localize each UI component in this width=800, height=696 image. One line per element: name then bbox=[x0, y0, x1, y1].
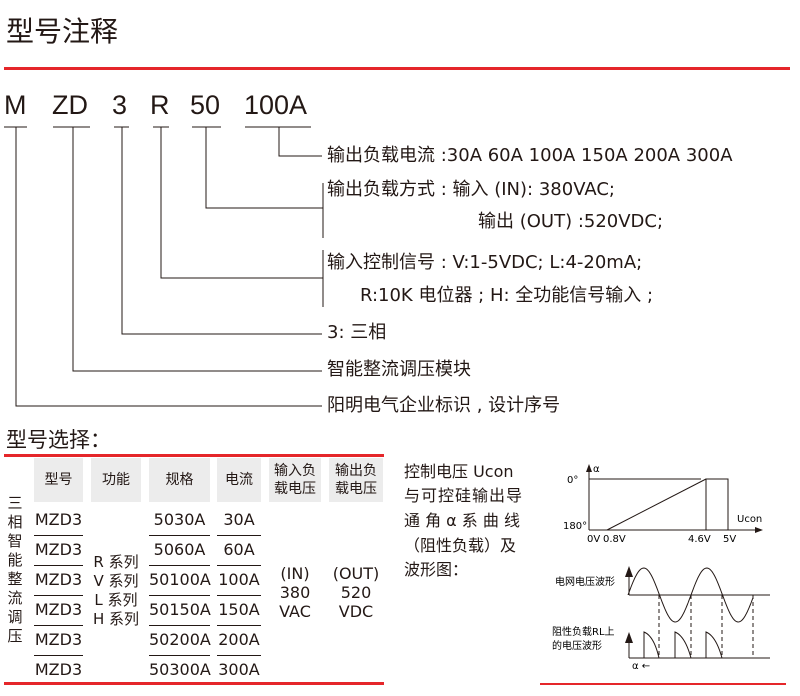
row-separator bbox=[149, 655, 210, 656]
desc-output-current: 输出负载电流 :30A 60A 100A 150A 200A 300A bbox=[327, 145, 733, 166]
current-cell: 300A bbox=[218, 660, 260, 679]
code-part-m: M bbox=[4, 90, 27, 120]
chart-bottom-divider bbox=[540, 683, 786, 685]
x-tick-46v: 4.6V bbox=[688, 534, 711, 545]
note-line-3: 通 角 α 系 曲 线 bbox=[404, 511, 520, 530]
note-line-1: 控制电压 Ucon bbox=[404, 462, 514, 481]
selection-title: 型号选择： bbox=[6, 428, 111, 452]
row-separator bbox=[149, 625, 210, 626]
input-voltage-label: (IN) bbox=[280, 564, 310, 583]
desc-load-mode: 输出负载方式 : 输入 (IN): 380VAC; bbox=[327, 179, 615, 200]
code-part-3: 3 bbox=[112, 90, 128, 120]
spec-cell: 5060A bbox=[153, 540, 206, 559]
full-conduction-segment bbox=[705, 478, 729, 530]
page-title: 型号注释 bbox=[6, 15, 119, 48]
header-function: 功能 bbox=[91, 458, 141, 502]
output-voltage-label: (OUT) bbox=[332, 564, 380, 583]
input-voltage-value: 380 bbox=[279, 583, 311, 602]
row-separator bbox=[217, 655, 261, 656]
output-voltage-unit: VDC bbox=[338, 602, 374, 621]
header-input-voltage: 输入负载电压 bbox=[269, 458, 321, 502]
model-cell: MZD3 bbox=[34, 540, 83, 559]
load-voltage-pulses bbox=[643, 631, 723, 659]
model-cell: MZD3 bbox=[34, 660, 83, 679]
desc-load-mode-out: 输出 (OUT) :520VDC; bbox=[478, 211, 664, 232]
output-voltage-cell: (OUT) 520 VDC bbox=[329, 564, 383, 621]
desc-brand: 阳明电气企业标识 , 设计序号 bbox=[327, 395, 561, 416]
spec-cell: 50100A bbox=[149, 570, 211, 589]
table-bottom-divider bbox=[4, 682, 384, 685]
desc-phase: 3: 三相 bbox=[327, 322, 387, 343]
row-separator bbox=[34, 535, 83, 536]
current-cell: 60A bbox=[223, 540, 255, 559]
model-cell: MZD3 bbox=[34, 630, 83, 649]
x-tick-08v: 0.8V bbox=[603, 534, 626, 545]
function-r: R 系列 bbox=[93, 553, 139, 571]
function-l: L 系列 bbox=[94, 591, 138, 609]
function-list: R 系列 V 系列 L 系列 H 系列 bbox=[91, 553, 141, 629]
row-separator bbox=[217, 535, 261, 536]
x-axis-arrow-icon bbox=[755, 527, 763, 533]
row-separator bbox=[217, 625, 261, 626]
model-cell: MZD3 bbox=[34, 570, 83, 589]
code-part-50: 50 bbox=[190, 90, 221, 120]
row-separator bbox=[149, 565, 210, 566]
table-side-label: 三相智能整流调压 bbox=[7, 494, 23, 645]
header-model: 型号 bbox=[34, 458, 83, 502]
desc-module: 智能整流调压模块 bbox=[327, 359, 471, 380]
y-tick-180: 180° bbox=[563, 521, 587, 532]
desc-control-signal: 输入控制信号 : V:1-5VDC; L:4-20mA; bbox=[327, 252, 643, 273]
table-top-divider bbox=[4, 454, 384, 457]
row-separator bbox=[149, 535, 210, 536]
code-part-r: R bbox=[150, 90, 170, 120]
input-voltage-unit: VAC bbox=[279, 602, 311, 621]
spec-cell: 50300A bbox=[149, 660, 211, 679]
alpha-label: α ← bbox=[632, 661, 650, 672]
row-separator bbox=[217, 565, 261, 566]
desc-control-signal-2: R:10K 电位器 ; H: 全功能信号输入 ; bbox=[360, 285, 654, 306]
note-line-5: 波形图： bbox=[404, 560, 469, 579]
row-separator bbox=[34, 655, 83, 656]
angle-ramp bbox=[606, 478, 707, 531]
current-cell: 200A bbox=[218, 630, 260, 649]
x-tick-0v: 0V bbox=[587, 534, 600, 545]
load-wave-arrow-icon bbox=[625, 632, 633, 643]
header-spec: 规格 bbox=[149, 458, 210, 502]
sync-dashed-lines bbox=[658, 595, 754, 658]
note-line-4: （阻性负载）及 bbox=[404, 536, 517, 555]
title-divider bbox=[4, 67, 790, 70]
function-h: H 系列 bbox=[92, 610, 140, 628]
row-separator bbox=[34, 625, 83, 626]
x-axis-label: Ucon bbox=[737, 514, 762, 525]
row-separator bbox=[217, 595, 261, 596]
load-wave-label-2: 的电压波形 bbox=[552, 639, 602, 652]
spec-cell: 50200A bbox=[149, 630, 211, 649]
row-separator bbox=[34, 565, 83, 566]
input-voltage-cell: (IN) 380 VAC bbox=[269, 564, 321, 621]
current-cell: 30A bbox=[223, 510, 255, 529]
function-v: V 系列 bbox=[93, 572, 139, 590]
row-separator bbox=[149, 595, 210, 596]
row-separator bbox=[34, 595, 83, 596]
current-cell: 100A bbox=[218, 570, 260, 589]
load-wave-label-1: 阻性负载RL上 bbox=[552, 625, 615, 638]
header-current: 电流 bbox=[217, 458, 261, 502]
model-cell: MZD3 bbox=[34, 510, 83, 529]
note-line-2: 与可控硅输出导 bbox=[404, 486, 524, 505]
model-cell: MZD3 bbox=[34, 600, 83, 619]
current-cell: 150A bbox=[218, 600, 260, 619]
y-axis-arrow-icon bbox=[586, 464, 592, 472]
grid-wave-arrow-icon bbox=[625, 566, 633, 577]
output-voltage-value: 520 bbox=[340, 583, 372, 602]
code-part-100a: 100A bbox=[244, 90, 308, 120]
y-tick-0: 0° bbox=[567, 475, 578, 486]
header-output-voltage: 输出负载电压 bbox=[329, 458, 383, 502]
spec-cell: 5030A bbox=[153, 510, 206, 529]
y-axis-label: α bbox=[593, 464, 600, 475]
grid-wave-label: 电网电压波形 bbox=[555, 575, 615, 588]
spec-cell: 50150A bbox=[149, 600, 211, 619]
code-part-zd: ZD bbox=[52, 90, 88, 120]
x-tick-5v: 5V bbox=[723, 534, 736, 545]
